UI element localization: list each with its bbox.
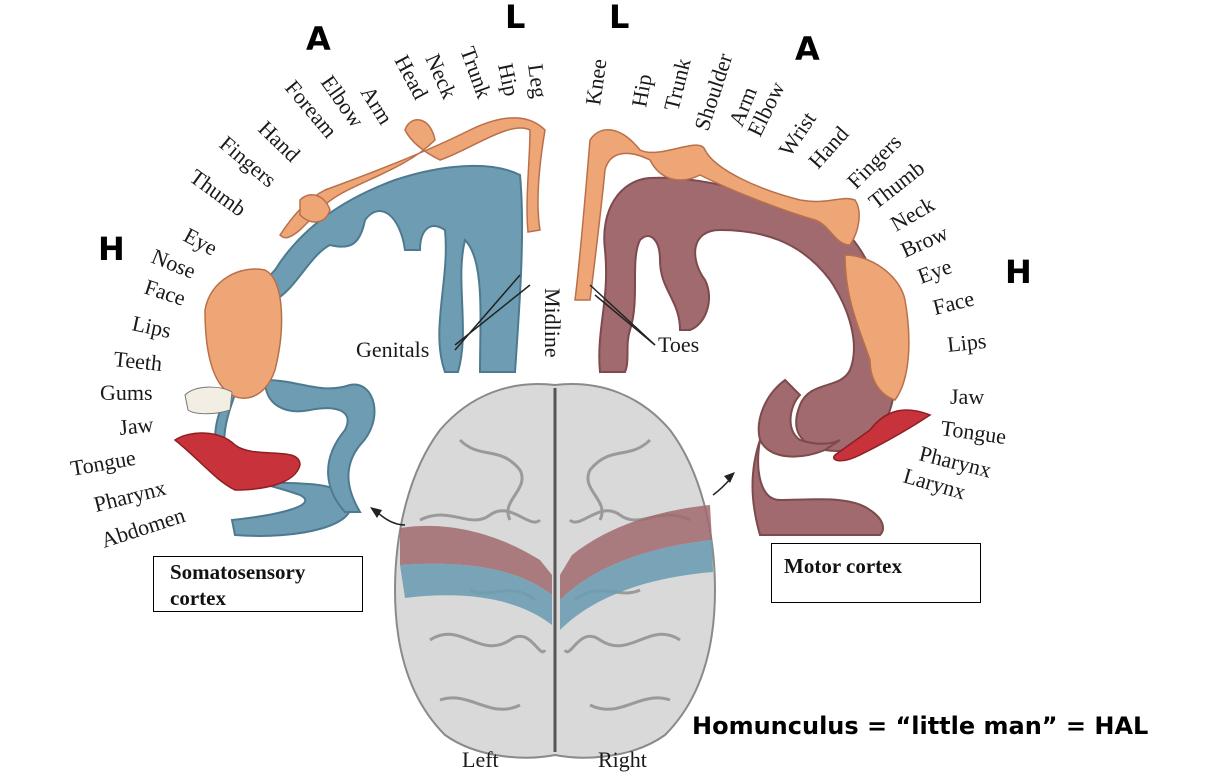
label-teeth: Teeth <box>112 346 163 376</box>
motor-cortex-box: Motor cortex <box>771 543 981 603</box>
label-hip: Hip <box>626 72 656 109</box>
label-toes: Toes <box>658 332 699 357</box>
hemisphere-left-label: Left <box>462 747 499 772</box>
label-gums: Gums <box>100 380 153 405</box>
label-leg: Leg <box>523 62 553 99</box>
somatosensory-cortex-box: Somatosensory cortex <box>153 556 363 612</box>
callout-lines <box>374 274 733 526</box>
sensory-letter-h: H <box>98 230 125 268</box>
brain-top-view <box>393 383 717 759</box>
label-jaw: Jaw <box>950 384 984 409</box>
motor-tongue <box>833 409 932 462</box>
motor-box-label: Motor cortex <box>784 554 902 578</box>
somatosensory-box-line1: Somatosensory <box>170 560 306 584</box>
motor-letter-l: L <box>609 0 629 36</box>
label-thumb: Thumb <box>185 164 251 222</box>
motor-letter-h: H <box>1005 253 1032 291</box>
label-genitals: Genitals <box>356 337 429 362</box>
label-hip: Hip <box>493 61 524 98</box>
arrowhead-motor <box>724 472 735 483</box>
label-jaw: Jaw <box>118 412 155 440</box>
arrowhead-sensory <box>370 507 382 518</box>
label-knee: Knee <box>580 57 611 106</box>
label-trunk: Trunk <box>455 43 497 101</box>
motor-homunculus-figure <box>574 129 910 401</box>
label-midline: Midline <box>540 288 565 358</box>
somatosensory-box-line2: cortex <box>170 586 226 610</box>
label-trunk: Trunk <box>659 56 696 113</box>
label-lips: Lips <box>130 310 173 343</box>
sensory-teeth-tongue <box>173 386 301 491</box>
label-tongue: Tongue <box>939 415 1008 449</box>
motor-cortex-strip <box>598 176 897 536</box>
hemisphere-right-label: Right <box>598 747 647 772</box>
sensory-homunculus-figure <box>204 117 546 399</box>
label-tongue: Tongue <box>69 445 138 481</box>
sensory-letter-l: L <box>505 0 525 36</box>
label-face: Face <box>930 286 976 320</box>
motor-letter-a: A <box>795 30 820 68</box>
homunculus-caption: Homunculus = “little man” = HAL <box>692 712 1149 740</box>
label-lips: Lips <box>946 328 988 357</box>
label-eye: Eye <box>914 254 955 289</box>
sensory-letter-a: A <box>306 20 331 58</box>
